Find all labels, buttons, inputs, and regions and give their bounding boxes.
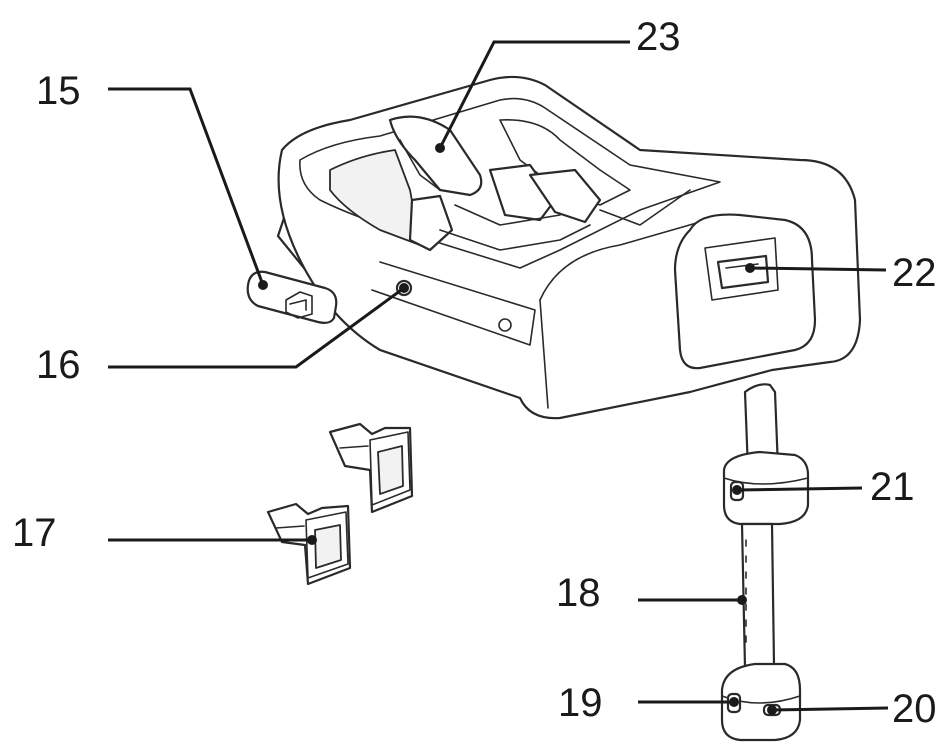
callout-label-20: 20: [892, 687, 937, 731]
callout-19: 19: [558, 681, 739, 725]
callout-label-16: 16: [36, 343, 81, 387]
isofix-guide-upper: [328, 422, 414, 514]
callout-16: 16: [36, 283, 409, 387]
callout-label-17: 17: [12, 511, 57, 555]
callout-20: 20: [767, 687, 937, 731]
callout-21: 21: [732, 465, 915, 509]
callout-label-15: 15: [36, 69, 81, 113]
callout-15: 15: [36, 69, 268, 290]
callout-label-22: 22: [892, 251, 937, 295]
callout-17: 17: [12, 511, 317, 555]
callout-23: 23: [435, 15, 681, 153]
callout-18: 18: [556, 571, 747, 615]
callout-label-18: 18: [556, 571, 601, 615]
callout-label-23: 23: [636, 15, 681, 59]
callout-label-19: 19: [558, 681, 603, 725]
callout-label-21: 21: [870, 465, 915, 509]
isofix-base-illustration: [246, 75, 862, 742]
callout-22: 22: [745, 251, 937, 295]
